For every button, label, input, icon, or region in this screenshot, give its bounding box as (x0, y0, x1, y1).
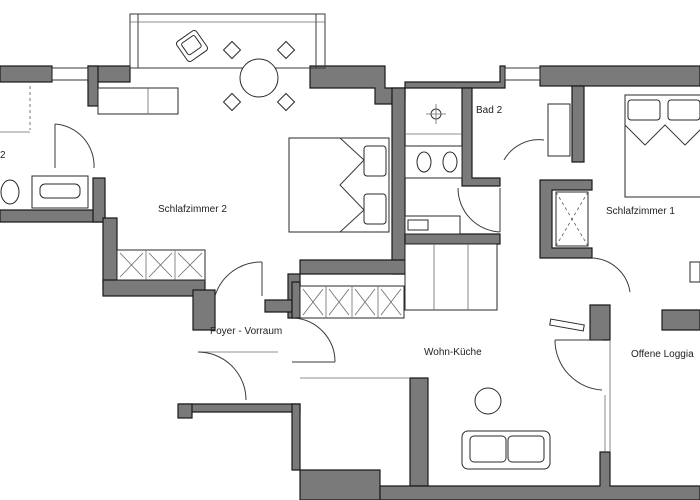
chair-icon-2 (276, 40, 296, 60)
wall-bath2-bottom (404, 233, 501, 245)
left-room: 2 (0, 86, 95, 209)
door-swing-bed2 (214, 261, 263, 297)
wall-loggia-right (661, 309, 700, 331)
window-top-left (51, 67, 89, 81)
room-label-schlafzimmer2: Schlafzimmer 2 (158, 204, 227, 215)
wardrobe-icon (116, 249, 206, 281)
room-label-loggia: Offene Loggia (631, 349, 694, 360)
wall-bottom-right (409, 377, 429, 487)
balcony (51, 13, 541, 115)
door-swing-foyer-kitchen (293, 317, 336, 363)
sofa-icon (461, 430, 551, 470)
wall-top-balcony-right (309, 65, 506, 105)
door-swing-entry (197, 351, 247, 401)
balcony-outline (129, 13, 326, 69)
living-kitchen: Wohn-Küche (299, 243, 585, 470)
door-swing-bad2 (457, 187, 501, 233)
wall-entry-block (177, 403, 193, 419)
window-top-right (504, 67, 541, 81)
wall-foyer-left-stub (192, 289, 216, 331)
wall-shower (539, 179, 593, 259)
nightstand-icon (689, 261, 700, 283)
wall-bottom-outer (379, 451, 700, 500)
coffee-table-icon (474, 387, 502, 415)
wall-bed2-left-vertical (92, 177, 106, 223)
bathroom-2: Bad 2 (404, 104, 545, 235)
foyer: Foyer - Vorraum (197, 317, 336, 401)
shower-icon (555, 191, 589, 247)
door-swing-bad2-upper (503, 139, 545, 161)
double-bed-icon (288, 137, 390, 233)
door-swing-loggia (554, 339, 603, 391)
double-bed-icon-1 (624, 94, 700, 198)
room-label-schlafzimmer1: Schlafzimmer 1 (606, 206, 675, 217)
room-label-foyer: Foyer - Vorraum (210, 326, 282, 337)
kitchen-island-icon (404, 243, 498, 311)
wall-kitchen-bottom (291, 281, 301, 319)
wardrobe-icon-1 (547, 103, 571, 157)
wall-bath2-inner (461, 87, 501, 187)
ceiling-light-icon (426, 104, 446, 124)
wall-foyer-right-stub (264, 299, 293, 313)
wall-top-left (0, 65, 53, 83)
sideboard-icon (97, 87, 179, 115)
chair-icon-3 (222, 92, 242, 112)
toilet-icon (0, 179, 20, 205)
wall-loggia-stub (589, 304, 611, 341)
left-room-label: 2 (0, 150, 6, 161)
wall-bath-left (391, 87, 406, 275)
room-label-wohnkueche: Wohn-Küche (424, 347, 482, 358)
wall-bed2-left-step (0, 209, 106, 223)
wall-top-bedroom1 (539, 65, 700, 87)
wall-bottom-living (291, 403, 381, 500)
bedroom-1: Schlafzimmer 1 (547, 94, 700, 293)
tv-unit-icon (549, 318, 585, 332)
door-swing-left (54, 123, 95, 169)
chair-icon-1 (222, 40, 242, 60)
wall-pillar-left (87, 65, 99, 107)
chair-icon-4 (276, 92, 296, 112)
walls (0, 65, 700, 500)
bedroom-2: Schlafzimmer 2 (116, 137, 390, 297)
door-swing-bed1 (591, 257, 631, 293)
wall-bottom-left (179, 403, 301, 413)
kitchen-counter-icon (299, 285, 405, 319)
wall-bed2-left-lower (102, 217, 118, 291)
table-round-icon (239, 58, 279, 98)
armchair-icon (175, 29, 209, 63)
room-label-bad2: Bad 2 (476, 105, 503, 116)
wall-bedroom1-left (571, 85, 585, 163)
open-loggia: Offene Loggia (554, 339, 694, 452)
wall-bed2-bottom-left (102, 279, 206, 297)
